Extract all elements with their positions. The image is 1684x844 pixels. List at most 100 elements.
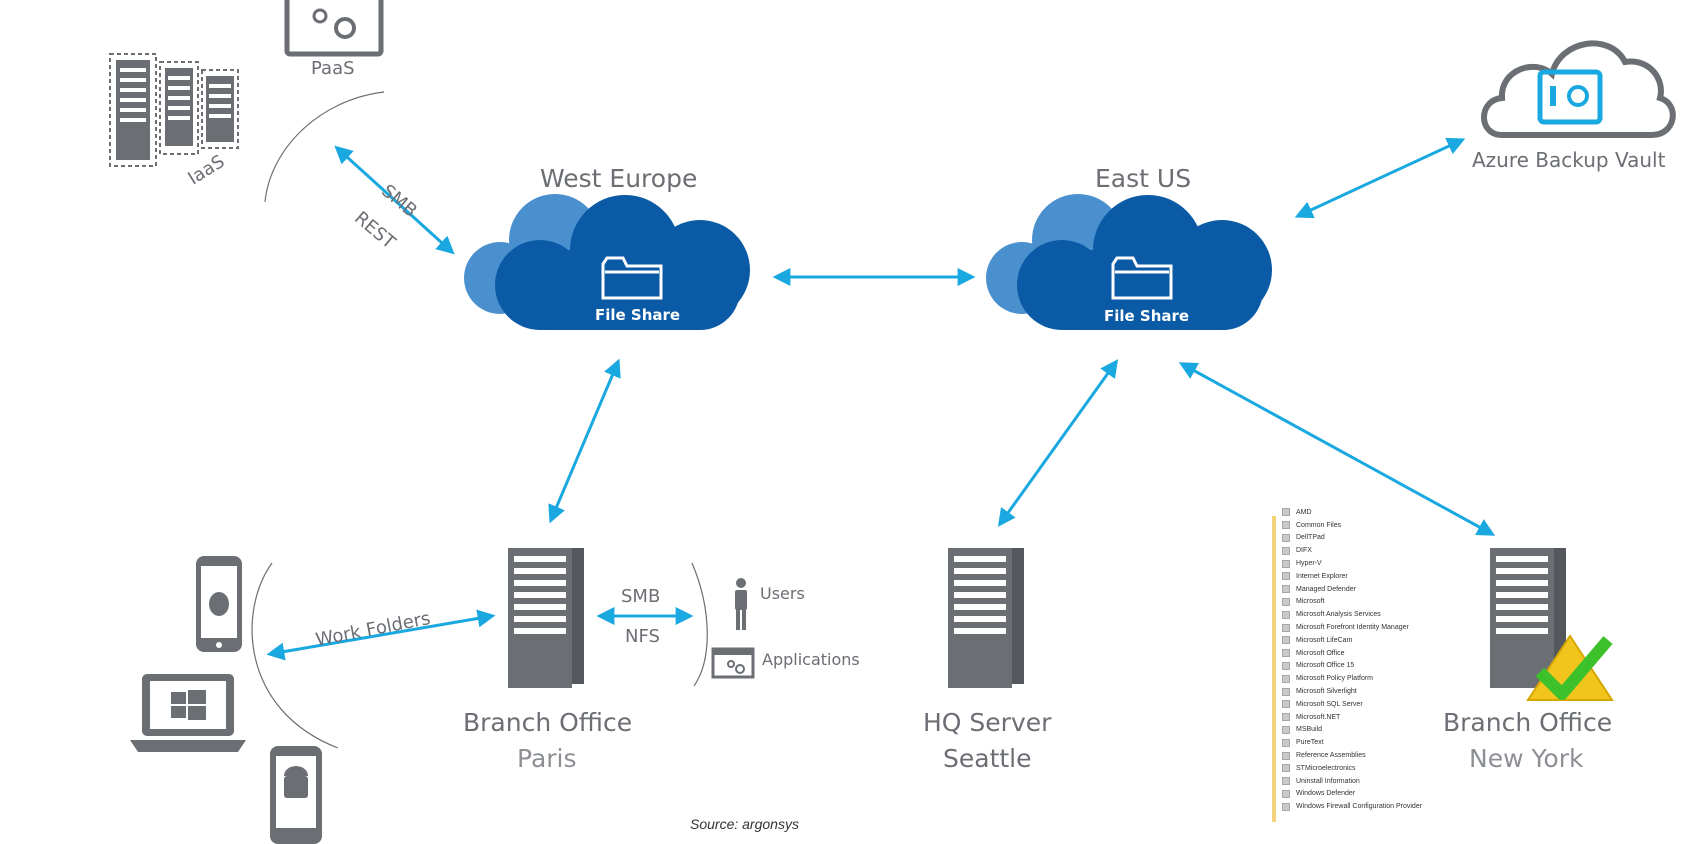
backup-vault-icon bbox=[1481, 40, 1676, 138]
folder-name: Microsoft Forefront Identity Manager bbox=[1296, 624, 1409, 632]
folder-name: Microsoft Policy Platform bbox=[1296, 675, 1374, 683]
paris-subtitle: Paris bbox=[517, 744, 577, 773]
file-share-label-west: File Share bbox=[595, 306, 681, 324]
folder-name: Managed Defender bbox=[1296, 585, 1356, 593]
folder-list-item: MSBuild bbox=[1282, 724, 1492, 737]
folder-icon bbox=[1282, 508, 1290, 517]
paris-server-icon bbox=[508, 548, 584, 688]
newyork-title: Branch Office bbox=[1443, 708, 1613, 737]
cloud-title-west-europe: West Europe bbox=[540, 164, 698, 193]
folder-list-item: PureText bbox=[1282, 736, 1492, 749]
iaas-icon bbox=[109, 53, 239, 167]
paris-title: Branch Office bbox=[463, 708, 633, 737]
folder-name: Reference Assemblies bbox=[1296, 752, 1366, 760]
folder-list-item: STMicroelectronics bbox=[1282, 762, 1492, 775]
folder-name: DIFX bbox=[1296, 547, 1312, 555]
folder-name: Hyper-V bbox=[1296, 560, 1322, 568]
connection-arrows bbox=[266, 137, 1496, 661]
applications-label: Applications bbox=[762, 650, 860, 669]
folder-name: Microsoft Silverlight bbox=[1296, 688, 1357, 696]
folder-icon bbox=[1282, 610, 1290, 619]
folder-icon bbox=[1282, 725, 1290, 734]
user-icon bbox=[735, 578, 747, 630]
folder-list-item: Windows Firewall Configuration Provider bbox=[1282, 800, 1492, 813]
iphone-icon bbox=[196, 556, 242, 652]
folder-list-item: Windows Defender bbox=[1282, 788, 1492, 801]
newyork-subtitle: New York bbox=[1469, 744, 1584, 773]
paas-icon bbox=[284, 0, 384, 57]
applications-icon bbox=[711, 647, 755, 679]
folder-name: Common Files bbox=[1296, 521, 1342, 529]
folder-icon bbox=[1282, 777, 1290, 786]
folder-icon bbox=[1282, 764, 1290, 773]
cloud-east-us bbox=[986, 194, 1272, 330]
users-label: Users bbox=[760, 584, 805, 603]
cloud-title-east-us: East US bbox=[1095, 164, 1192, 193]
nfs-paris-label: NFS bbox=[625, 626, 660, 647]
devices-boundary-arc bbox=[251, 562, 339, 749]
folder-list-item: Microsoft SQL Server bbox=[1282, 698, 1492, 711]
cloud-boundary-arc bbox=[264, 91, 385, 203]
folder-icon bbox=[1282, 597, 1290, 606]
folder-name: Microsoft SQL Server bbox=[1296, 700, 1363, 708]
folder-list-item: Microsoft Office bbox=[1282, 647, 1492, 660]
folder-list-item: Internet Explorer bbox=[1282, 570, 1492, 583]
folder-list-item: Microsoft Policy Platform bbox=[1282, 672, 1492, 685]
folder-list-item: Microsoft Analysis Services bbox=[1282, 608, 1492, 621]
folder-name: Internet Explorer bbox=[1296, 572, 1348, 580]
folder-icon bbox=[1282, 802, 1290, 811]
folder-name: Microsoft Office bbox=[1296, 649, 1345, 657]
folder-name: DellTPad bbox=[1296, 534, 1325, 542]
folder-name: Uninstall Information bbox=[1296, 777, 1360, 785]
folder-icon bbox=[1282, 636, 1290, 645]
folder-name: STMicroelectronics bbox=[1296, 764, 1356, 772]
folder-list-item: Common Files bbox=[1282, 519, 1492, 532]
folder-icon bbox=[1282, 521, 1290, 530]
folder-icon bbox=[1282, 713, 1290, 722]
folder-list-item: Microsoft LifeCam bbox=[1282, 634, 1492, 647]
folder-name: PureText bbox=[1296, 739, 1324, 747]
folder-icon bbox=[1282, 559, 1290, 568]
folder-icon bbox=[1282, 687, 1290, 696]
source-caption: Source: argonsys bbox=[690, 816, 799, 832]
folder-list-item: AMD bbox=[1282, 506, 1492, 519]
folder-name: MSBuild bbox=[1296, 726, 1323, 734]
folder-name: Windows Defender bbox=[1296, 790, 1356, 798]
folder-list-item: DellTPad bbox=[1282, 532, 1492, 545]
laptop-windows-icon bbox=[130, 674, 246, 752]
folder-name: Microsoft Office 15 bbox=[1296, 662, 1355, 670]
folder-icon bbox=[1282, 751, 1290, 760]
cloud-west-europe bbox=[464, 194, 750, 330]
check-icon bbox=[1526, 634, 1614, 701]
folder-name: Microsoft LifeCam bbox=[1296, 636, 1353, 644]
folder-icon bbox=[1282, 623, 1290, 632]
folder-icon bbox=[1282, 700, 1290, 709]
folder-icon bbox=[1282, 674, 1290, 683]
folder-icon bbox=[1282, 661, 1290, 670]
folder-list-item: Microsoft Forefront Identity Manager bbox=[1282, 621, 1492, 634]
folder-name: Microsoft Analysis Services bbox=[1296, 611, 1381, 619]
folder-icon bbox=[1282, 649, 1290, 658]
folder-list-item: Microsoft Office 15 bbox=[1282, 660, 1492, 673]
folder-icon bbox=[1282, 585, 1290, 594]
folder-list-item: Hyper-V bbox=[1282, 557, 1492, 570]
seattle-title: HQ Server bbox=[923, 708, 1052, 737]
folder-name: Microsoft bbox=[1296, 598, 1325, 606]
folder-icon bbox=[1282, 789, 1290, 798]
android-phone-icon bbox=[270, 746, 322, 844]
folder-list-item: Microsoft bbox=[1282, 596, 1492, 609]
seattle-subtitle: Seattle bbox=[943, 744, 1032, 773]
folder-list-item: Microsoft Silverlight bbox=[1282, 685, 1492, 698]
file-share-label-east: File Share bbox=[1104, 307, 1190, 325]
consumers-boundary-arc bbox=[691, 562, 708, 687]
smb-paris-label: SMB bbox=[621, 586, 661, 607]
folder-name: Microsoft.NET bbox=[1296, 713, 1341, 721]
paas-label: PaaS bbox=[311, 58, 355, 79]
folder-name: Windows Firewall Configuration Provider bbox=[1296, 803, 1423, 811]
folder-icon bbox=[1282, 546, 1290, 555]
folder-icon bbox=[601, 256, 663, 300]
folder-list-item: Uninstall Information bbox=[1282, 775, 1492, 788]
folder-icon bbox=[1111, 256, 1173, 300]
folder-icon bbox=[1282, 572, 1290, 581]
